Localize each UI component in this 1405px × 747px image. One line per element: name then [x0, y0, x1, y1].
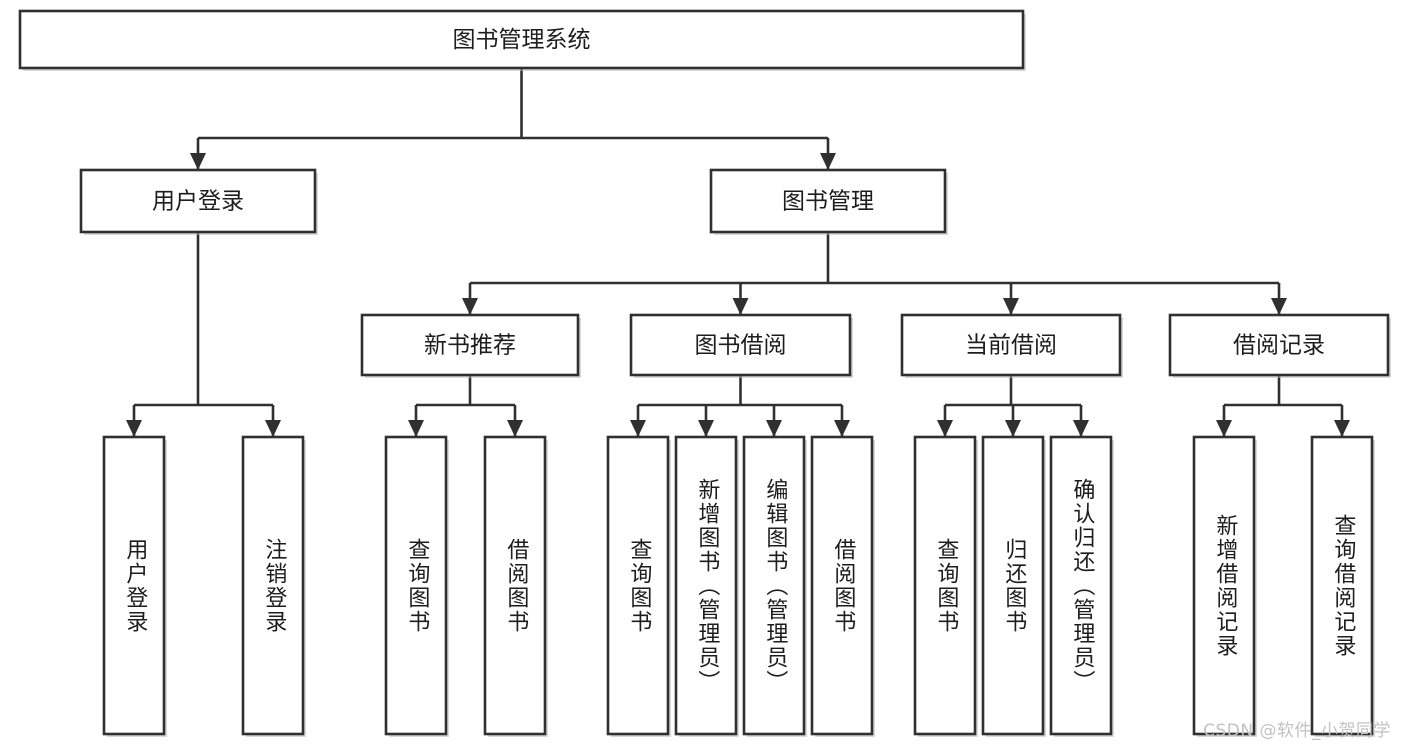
arrow-head-icon [462, 298, 478, 315]
edge-group-new-book-recommend [408, 375, 523, 437]
node-label: 图书借阅 [695, 333, 787, 359]
node-rect[interactable] [1192, 435, 1256, 736]
node-rect[interactable] [102, 435, 166, 736]
node-rect[interactable] [79, 168, 317, 234]
arrow-head-icon [1003, 298, 1019, 315]
node-leaf-query-book-rec[interactable] [384, 435, 449, 737]
node-book-manage[interactable]: 图书管理 [709, 168, 948, 235]
arrow-head-icon [507, 420, 523, 437]
node-label: 图书管理 [782, 189, 874, 215]
arrow-head-icon [126, 420, 142, 437]
arrow-head-icon [732, 298, 749, 315]
node-new-book-recommend[interactable]: 新书推荐 [360, 313, 581, 378]
node-rect[interactable] [981, 435, 1045, 736]
arrow-head-icon [1334, 420, 1350, 437]
edge-group-root [190, 68, 836, 170]
node-leaf-logout-login[interactable] [241, 435, 306, 737]
node-leaf-add-borrow-record[interactable] [1192, 435, 1257, 737]
node-rect[interactable] [674, 435, 738, 736]
node-borrow-record[interactable]: 借阅记录 [1168, 313, 1391, 378]
node-leaf-query-book-cur[interactable] [913, 435, 978, 737]
node-rect[interactable] [1049, 435, 1113, 736]
node-label: 用户登录 [152, 189, 244, 215]
edge-group-book-borrow [630, 375, 850, 437]
node-user-login[interactable]: 用户登录 [79, 168, 318, 235]
node-label: 借阅记录 [1233, 333, 1325, 359]
node-book-borrow[interactable]: 图书借阅 [629, 313, 853, 378]
arrow-head-icon [1005, 420, 1021, 437]
arrow-head-icon [190, 153, 206, 170]
arrow-head-icon [937, 420, 953, 437]
node-rect[interactable] [810, 435, 874, 736]
node-label: 当前借阅 [965, 333, 1057, 359]
arrow-head-icon [265, 420, 281, 437]
arrow-head-icon [834, 420, 850, 437]
arrow-head-icon [766, 420, 782, 437]
node-leaf-edit-book-admin[interactable] [742, 435, 807, 737]
arrow-head-icon [1216, 420, 1232, 437]
node-leaf-add-book-admin[interactable] [674, 435, 739, 737]
node-rect[interactable] [483, 435, 547, 736]
node-leaf-return-book[interactable] [981, 435, 1046, 737]
node-leaf-borrow-book[interactable] [810, 435, 875, 737]
node-rect[interactable] [1168, 313, 1390, 377]
arrow-head-icon [408, 420, 424, 437]
node-root[interactable]: 图书管理系统 [18, 9, 1026, 71]
edge-group-user-login [126, 232, 281, 437]
node-leaf-confirm-return-admin[interactable] [1049, 435, 1114, 737]
node-rect[interactable] [360, 313, 580, 377]
arrow-head-icon [820, 153, 836, 170]
node-label: 图书管理系统 [453, 27, 591, 53]
edge-group-borrow-record [1216, 375, 1350, 437]
node-rect[interactable] [241, 435, 305, 736]
node-leaf-query-book-borrow[interactable] [606, 435, 671, 737]
node-rect[interactable] [629, 313, 852, 377]
node-rect[interactable] [606, 435, 670, 736]
edge-group-current-borrow [937, 375, 1089, 437]
arrow-head-icon [698, 420, 714, 437]
node-label: 新书推荐 [424, 333, 516, 359]
node-rect[interactable] [709, 168, 947, 234]
arrow-head-icon [630, 420, 646, 437]
node-rect[interactable] [384, 435, 448, 736]
node-leaf-query-borrow-record[interactable] [1310, 435, 1375, 737]
node-current-borrow[interactable]: 当前借阅 [900, 313, 1123, 378]
edge-group-book-manage [462, 232, 1287, 315]
node-rect[interactable] [913, 435, 977, 736]
node-rect[interactable] [1310, 435, 1374, 736]
arrow-head-icon [1271, 298, 1287, 315]
arrow-head-icon [1073, 420, 1089, 437]
connector-layer [126, 68, 1350, 437]
watermark-text: CSDN @软件_小贺同学 [1203, 721, 1391, 741]
node-leaf-user-login[interactable] [102, 435, 167, 737]
node-rect[interactable] [742, 435, 806, 736]
node-leaf-borrow-book-rec[interactable] [483, 435, 548, 737]
node-rect[interactable] [18, 9, 1025, 70]
node-rect[interactable] [900, 313, 1122, 377]
